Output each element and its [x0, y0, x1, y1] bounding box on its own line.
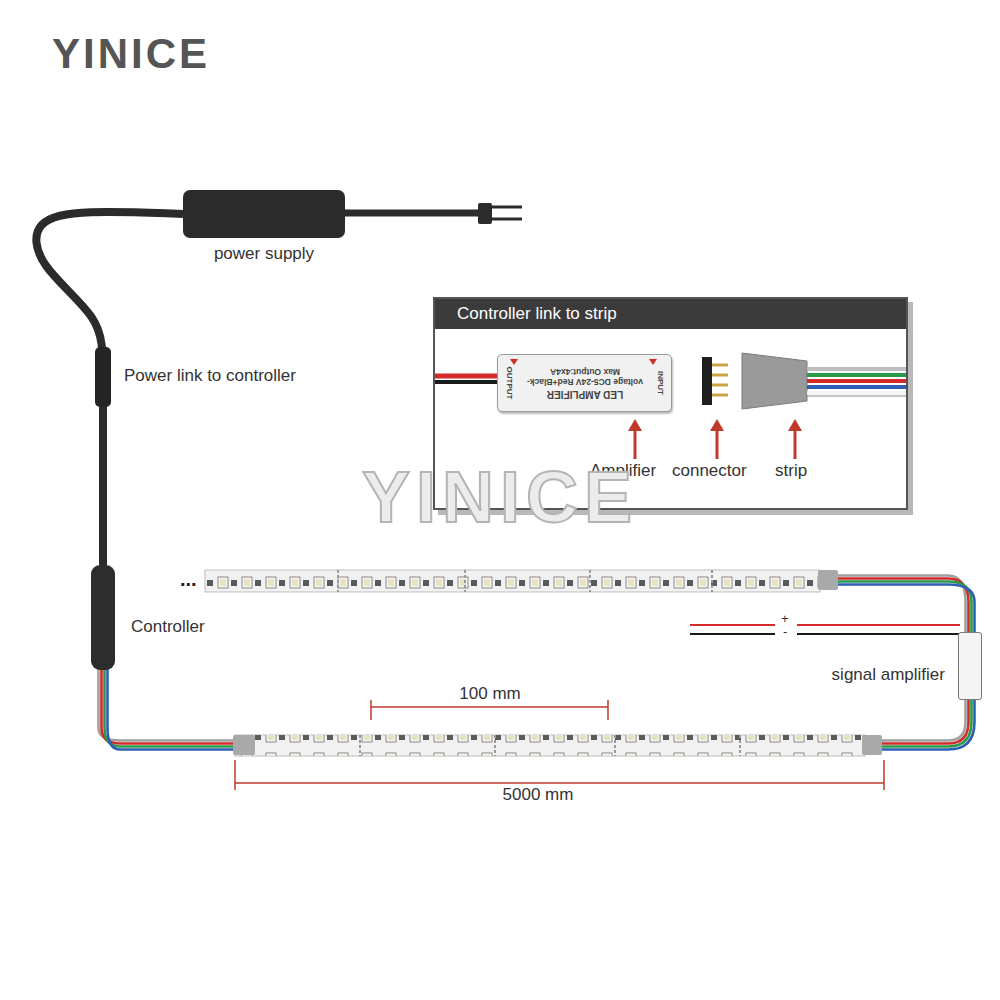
- node-text: Max Output:4x4A: [527, 366, 643, 377]
- power-wire: [690, 625, 960, 634]
- node-text: Controller link to strip: [457, 304, 617, 324]
- label-text: +: [781, 611, 789, 626]
- wire: [882, 700, 966, 741]
- node-text: OUTPUT: [505, 367, 514, 400]
- cable-connector: [95, 347, 111, 407]
- wire: [105, 668, 234, 747]
- power-cable: [36, 212, 183, 565]
- brand-logo: YINICE: [52, 30, 210, 78]
- node-text: power supply: [183, 244, 345, 264]
- label-text: ...: [180, 568, 197, 591]
- wire: [882, 700, 969, 744]
- wire: [108, 668, 234, 750]
- node-text: voltage DC5-24V Red+Black-: [527, 377, 643, 388]
- wire-bundle: [99, 576, 975, 750]
- signal-amplifier: signal amplifier: [958, 632, 982, 700]
- wire: [882, 700, 975, 750]
- wire: [99, 668, 234, 741]
- label-text: 100 mm: [459, 684, 520, 704]
- plug: [345, 203, 522, 224]
- triangle-mark: [649, 359, 657, 365]
- label-text: strip: [775, 461, 807, 481]
- watermark: YINICE: [362, 456, 638, 538]
- node-text: Controller: [131, 617, 205, 637]
- triangle-mark: [510, 359, 518, 365]
- dimension-line: [235, 700, 884, 790]
- node-text: LED AMPLIFIER: [527, 387, 643, 400]
- wire: [882, 700, 972, 747]
- controller-box: Controller: [91, 565, 115, 670]
- led-strip: [233, 735, 882, 756]
- amplifier-box: LED AMPLIFIERvoltage DC5-24V Red+Black-M…: [497, 354, 672, 412]
- label-text: connector: [672, 461, 747, 481]
- cable-group: [36, 212, 183, 565]
- node-text: signal amplifier: [832, 665, 945, 685]
- label-text: -: [783, 624, 787, 639]
- node-text: INPUT: [656, 371, 665, 395]
- wire: [838, 579, 969, 633]
- power-supply: power supply: [183, 190, 345, 238]
- label-text: 5000 mm: [503, 785, 574, 805]
- panel-header: Controller link to strip: [435, 299, 906, 329]
- led-strip: [205, 570, 838, 592]
- amplifier-print: LED AMPLIFIERvoltage DC5-24V Red+Black-M…: [527, 366, 643, 400]
- wire: [102, 668, 234, 744]
- edge-label: Power link to controller: [122, 366, 298, 386]
